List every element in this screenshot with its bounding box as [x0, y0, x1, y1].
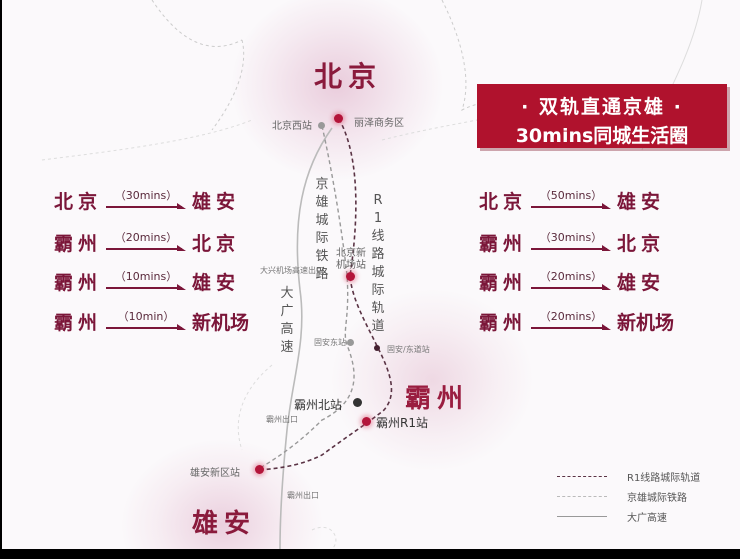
- arrow-right-icon: （30mins）: [531, 229, 612, 255]
- route-to: 雄安: [617, 190, 666, 213]
- legend-item-jingxiong: 京雄城际铁路: [557, 486, 700, 506]
- route-from: 霸州: [479, 311, 528, 334]
- route-left-1: 北京 （30mins） 雄安: [54, 187, 240, 213]
- route-left-4: 霸州 （10min） 新机场: [54, 308, 249, 334]
- station-bazhou-north-label: 霸州北站: [294, 398, 343, 412]
- route-from: 霸州: [54, 271, 103, 294]
- line-label-jingxiong: 京雄城际铁路: [315, 177, 329, 282]
- station-guan-east-label: 固安东站: [314, 338, 346, 347]
- route-to: 雄安: [192, 190, 241, 213]
- legend-item-daguang: 大广高速: [557, 506, 700, 526]
- route-from: 霸州: [479, 271, 528, 294]
- legend-label: 大广高速: [627, 512, 667, 524]
- route-to: 北京: [192, 232, 241, 255]
- route-time: （30mins）: [539, 231, 603, 244]
- route-from: 北京: [54, 190, 103, 213]
- banner-line-1: · 双轨直通京雄 ·: [521, 96, 683, 118]
- station-guan-r1-label: 固安/东道站: [387, 345, 430, 354]
- line-label-r1: R1线路城际轨道: [371, 193, 385, 334]
- banner-line-2: 30mins同城生活圈: [515, 125, 689, 147]
- legend-item-r1: R1线路城际轨道: [557, 466, 700, 486]
- station-bazhou-north-dot: [353, 398, 362, 407]
- solid-line-icon: [557, 515, 607, 517]
- route-right-3: 霸州 （20mins） 雄安: [479, 268, 665, 294]
- station-guan-r1-dot: [374, 345, 380, 351]
- arrow-right-icon: （20mins）: [531, 308, 612, 334]
- arrow-right-icon: （50mins）: [531, 187, 612, 213]
- city-bazhou: 霸州: [405, 384, 470, 414]
- route-time: （20mins）: [539, 270, 603, 283]
- station-lize-label: 丽泽商务区: [354, 118, 404, 129]
- station-bazhou-r1-label: 霸州R1站: [376, 416, 428, 430]
- route-to: 北京: [617, 232, 666, 255]
- route-time: （50mins）: [539, 189, 603, 202]
- route-to: 新机场: [617, 311, 675, 334]
- station-beijing-west-label: 北京西站: [272, 121, 312, 132]
- arrow-right-icon: （20mins）: [531, 268, 612, 294]
- headline-banner: · 双轨直通京雄 · 30mins同城生活圈: [477, 84, 727, 148]
- arrow-right-icon: （30mins）: [106, 187, 187, 213]
- route-to: 雄安: [192, 271, 241, 294]
- station-beijing-west-dot: [318, 122, 325, 129]
- route-right-1: 北京 （50mins） 雄安: [479, 187, 665, 213]
- route-from: 霸州: [54, 311, 103, 334]
- route-time: （20mins）: [539, 310, 603, 323]
- city-xiongan: 雄安: [192, 509, 257, 539]
- route-to: 雄安: [617, 271, 666, 294]
- route-from: 霸州: [54, 232, 103, 255]
- arrow-right-icon: （20mins）: [106, 229, 187, 255]
- route-left-2: 霸州 （20mins） 北京: [54, 229, 240, 255]
- route-from: 霸州: [479, 232, 528, 255]
- legend-label: R1线路城际轨道: [627, 472, 701, 484]
- station-new-airport-label-1: 北京新: [336, 248, 366, 259]
- station-small-label-3: 霸州出口: [287, 491, 319, 500]
- route-right-2: 霸州 （30mins） 北京: [479, 229, 665, 255]
- map-legend: R1线路城际轨道 京雄城际铁路 大广高速: [557, 466, 700, 526]
- route-to: 新机场: [192, 311, 250, 334]
- station-xiongan-new-dot: [255, 465, 264, 474]
- route-time: （30mins）: [114, 189, 178, 202]
- route-time: （10min）: [117, 310, 175, 323]
- route-left-3: 霸州 （10mins） 雄安: [54, 268, 240, 294]
- dashed-line-icon: [557, 495, 607, 497]
- station-small-label-2: 霸州出口: [266, 415, 298, 424]
- station-bazhou-r1-dot: [362, 417, 371, 426]
- route-right-4: 霸州 （20mins） 新机场: [479, 308, 674, 334]
- station-lize-dot: [334, 114, 343, 123]
- station-new-airport-dot: [346, 272, 355, 281]
- station-new-airport-label-2: 机场站: [336, 260, 366, 271]
- arrow-right-icon: （10min）: [106, 308, 187, 334]
- arrow-right-icon: （10mins）: [106, 268, 187, 294]
- city-beijing: 北京: [314, 60, 383, 93]
- route-time: （20mins）: [114, 231, 178, 244]
- station-guan-east-dot: [347, 339, 354, 346]
- station-small-label-1: 大兴机场高速出口: [260, 266, 324, 275]
- route-from: 北京: [479, 190, 528, 213]
- map-canvas: 北京 霸州 雄安 · 双轨直通京雄 · 30mins同城生活圈 北京 （30mi…: [2, 0, 740, 549]
- route-lines: [41, 0, 703, 549]
- route-time: （10mins）: [114, 270, 178, 283]
- line-label-daguang: 大广高速: [280, 286, 294, 355]
- legend-label: 京雄城际铁路: [627, 492, 687, 504]
- station-xiongan-new-label: 雄安新区站: [190, 468, 240, 479]
- dashed-line-icon: [557, 475, 607, 477]
